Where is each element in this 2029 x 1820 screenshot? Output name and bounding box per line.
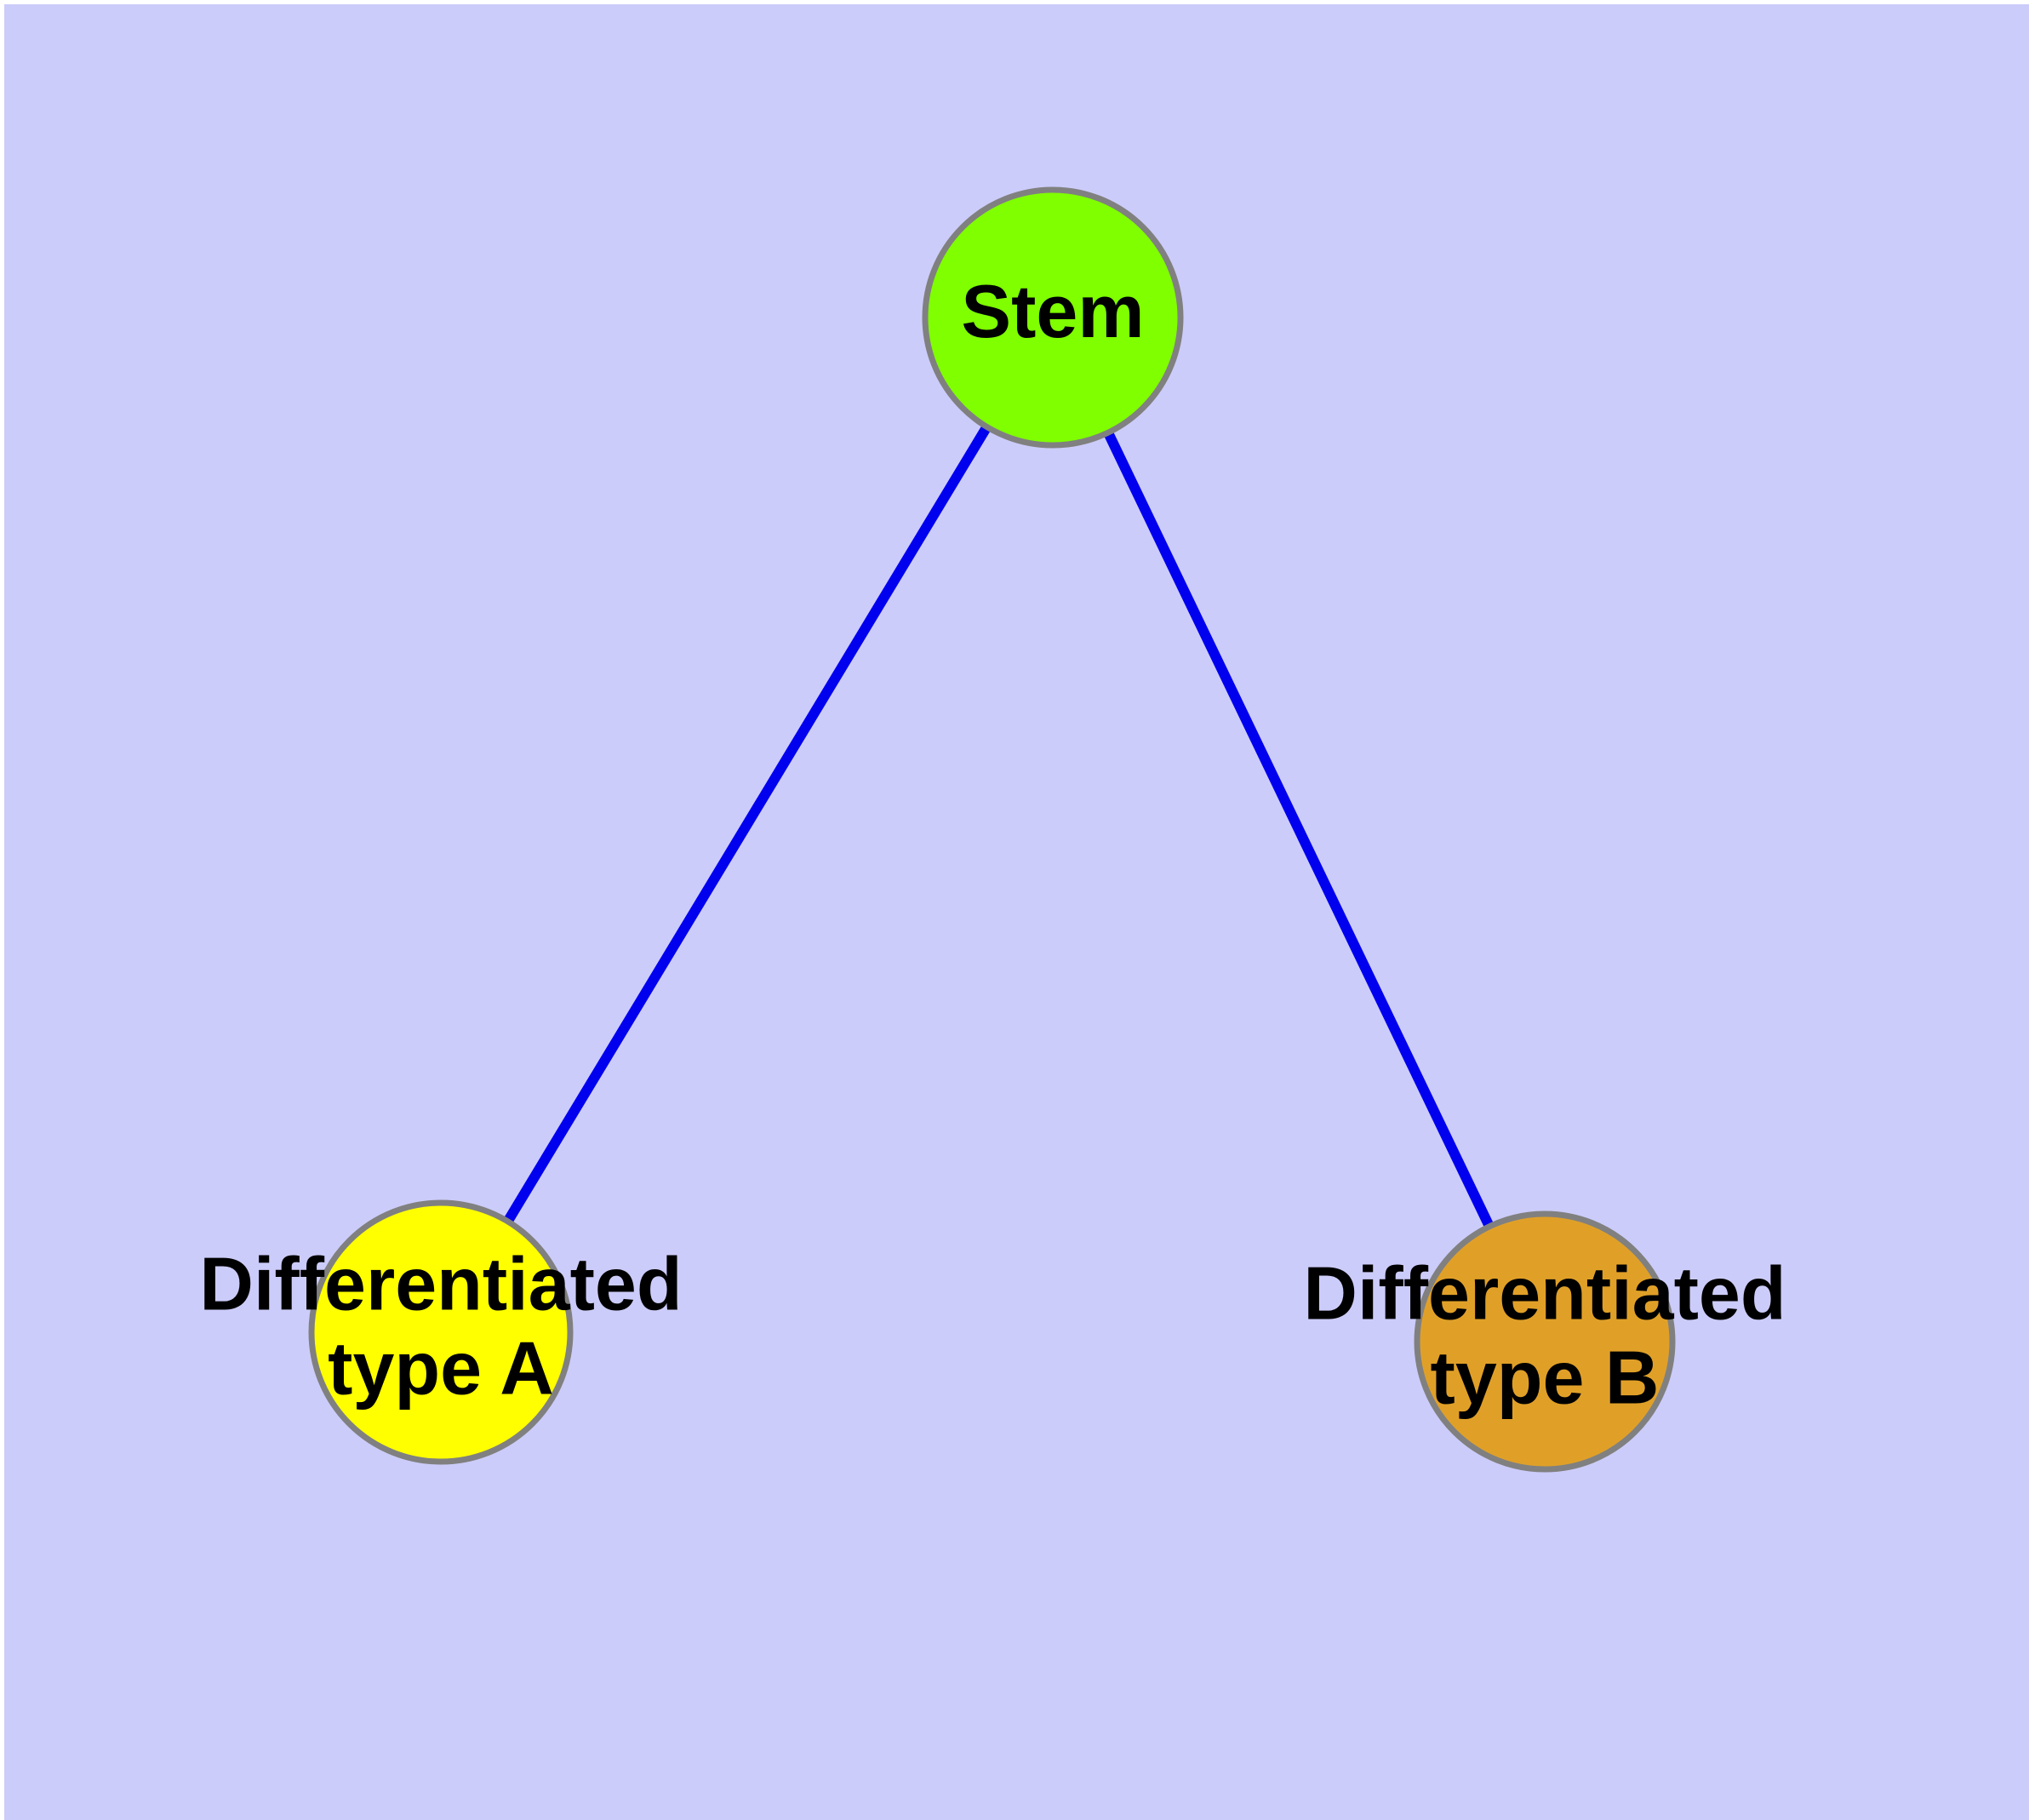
edge-stem-diff-a[interactable] bbox=[436, 314, 1058, 1336]
node-label-stem: Stem bbox=[961, 269, 1144, 353]
node-circle-diff_a[interactable] bbox=[308, 1199, 574, 1465]
edge-stem-diff-b[interactable] bbox=[1048, 315, 1550, 1344]
edges-layer bbox=[436, 314, 1550, 1344]
node-circle-stem[interactable] bbox=[922, 186, 1184, 449]
node-stem[interactable]: Stem bbox=[922, 186, 1184, 449]
node-circle-diff_b[interactable] bbox=[1414, 1210, 1676, 1473]
